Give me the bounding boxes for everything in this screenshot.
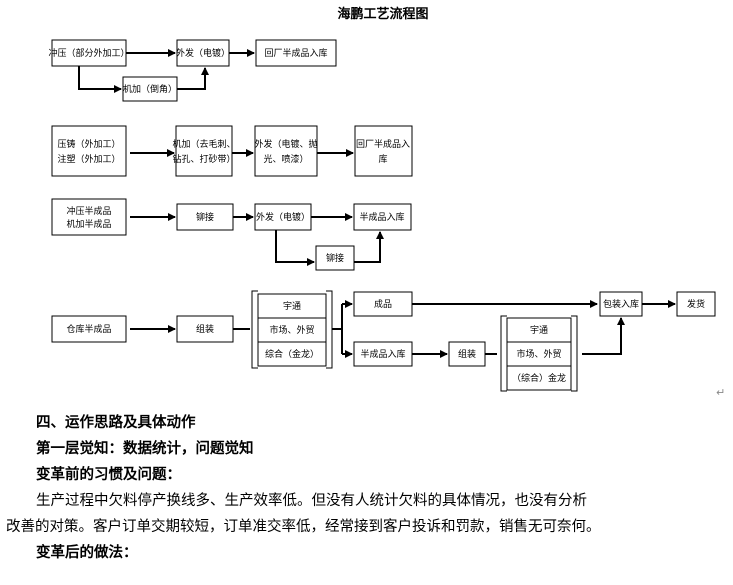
- box-stamping-label: 冲压（部分外加工）: [48, 47, 129, 59]
- bracket-right: [571, 315, 578, 392]
- after-title: 变革后的做法：: [36, 544, 138, 561]
- box-return-storage-label: 回厂半成品入库: [264, 47, 327, 59]
- box-semi-finished: [51, 198, 127, 236]
- box-plating3-label: 外发（电镀）: [256, 211, 310, 223]
- box-packing: [599, 291, 643, 317]
- box-semi-finished-label2: 机加半成品: [66, 218, 111, 230]
- box-return-storage: [255, 39, 337, 67]
- box-assembly-label: 组装: [196, 323, 214, 335]
- box-warehouse-label: 仓库半成品: [66, 323, 111, 335]
- bracket-left: [500, 315, 507, 392]
- row3: 冲压半成品 机加半成品 铆接 外发（电镀） 半成品入库 铆接: [51, 198, 412, 271]
- customer-yutong: [257, 293, 327, 319]
- box-plating-polish-label1: 外发（电镀、抛: [254, 138, 317, 150]
- box-stamping: [51, 39, 127, 67]
- arrow: [275, 230, 315, 266]
- row2: 压铸（外加工） 注塑（外加工） 机加（去毛刺、 钻孔、打砂带） 外发（电镀、抛 …: [51, 125, 413, 177]
- box-plating: [176, 39, 230, 67]
- section-heading: 四、运作思路及具体动作: [36, 414, 196, 431]
- customer-market-label: 市场、外贸: [269, 324, 314, 336]
- box-plating-polish-label2: 光、喷漆）: [263, 153, 308, 165]
- box-riveting2: [315, 245, 355, 271]
- box-machining-label1: 机加（去毛刺、: [172, 138, 235, 150]
- box-semi-storage2-label: 半成品入库: [360, 348, 405, 360]
- box-finished: [353, 291, 413, 317]
- customer-golden-dragon: [257, 341, 327, 367]
- box-shipping-label: 发货: [687, 298, 705, 310]
- arrow: [582, 317, 625, 355]
- customer-yutong-2-label: 宇通: [530, 324, 548, 336]
- box-plating-polish: [254, 125, 318, 177]
- arrow: [177, 67, 209, 90]
- customer-market: [257, 317, 327, 343]
- box-packing-label: 包装入库: [603, 298, 639, 310]
- diagram-title: 海鹏工艺流程图: [337, 6, 428, 22]
- box-assembly2: [448, 341, 486, 367]
- box-warehouse: [51, 315, 127, 343]
- box-riveting-label: 铆接: [196, 211, 214, 223]
- paragraph-line-1: 生产过程中欠料停产换线多、生产效率低。但没有人统计欠料的具体情况，也没有分析: [36, 493, 587, 509]
- before-title: 变革前的习惯及问题：: [36, 466, 181, 483]
- box-semi-storage2: [353, 341, 413, 367]
- customer-golden-dragon-2: [506, 365, 572, 391]
- process-flow-diagram: 海鹏工艺流程图 冲压（部分外加工） 外发（电镀） 回厂半成品入库 机加（倒角） …: [48, 6, 716, 392]
- box-diecast-label1: 压铸（外加工）: [57, 138, 120, 150]
- bracket-left: [251, 290, 258, 369]
- box-plating3: [254, 203, 312, 231]
- box-chamfer-label: 机加（倒角）: [123, 83, 177, 95]
- customer-market-2-label: 市场、外贸: [516, 348, 561, 360]
- paragraph-line-2: 改善的对策。客户订单交期较短，订单准交率低，经常接到客户投诉和罚款，销售无可奈何…: [6, 519, 601, 535]
- box-riveting2-label: 铆接: [326, 252, 344, 264]
- box-return-storage2: [354, 125, 413, 177]
- box-semi-finished-label1: 冲压半成品: [66, 205, 111, 217]
- row1: 冲压（部分外加工） 外发（电镀） 回厂半成品入库 机加（倒角）: [48, 39, 337, 102]
- box-return-storage2-label2: 库: [378, 153, 387, 165]
- box-shipping: [676, 291, 716, 317]
- box-diecast-label2: 注塑（外加工）: [57, 153, 120, 165]
- bracket-right: [326, 290, 333, 369]
- box-return-storage2-label1: 回厂半成品入: [356, 138, 410, 150]
- box-machining-label2: 钻孔、打砂带）: [172, 153, 235, 165]
- box-assembly: [176, 315, 234, 343]
- arrow: [354, 231, 384, 263]
- document-body: 四、运作思路及具体动作 第一层觉知：数据统计，问题觉知 变革前的习惯及问题： 生…: [0, 410, 733, 566]
- level1-heading: 第一层觉知：数据统计，问题觉知: [36, 440, 254, 457]
- customer-golden-dragon-label: 综合（金龙）: [265, 348, 319, 360]
- box-diecast: [51, 125, 127, 177]
- box-machining: [175, 125, 233, 177]
- customer-golden-dragon-2-label: （综合）金龙: [512, 372, 566, 384]
- customer-market-2: [506, 341, 572, 367]
- box-assembly2-label: 组装: [458, 348, 476, 360]
- box-semi-storage-label: 半成品入库: [359, 211, 404, 223]
- arrow: [78, 66, 122, 93]
- row4: 仓库半成品 组装 宇通 市场、外贸 综合（金龙） 成品 半成品入库 组装 宇通: [51, 290, 716, 392]
- customer-yutong-label: 宇通: [283, 300, 301, 312]
- box-semi-storage: [353, 203, 412, 231]
- box-plating-label: 外发（电镀）: [176, 47, 230, 59]
- paragraph-mark-icon: ↵: [716, 386, 726, 399]
- box-finished-label: 成品: [374, 298, 392, 310]
